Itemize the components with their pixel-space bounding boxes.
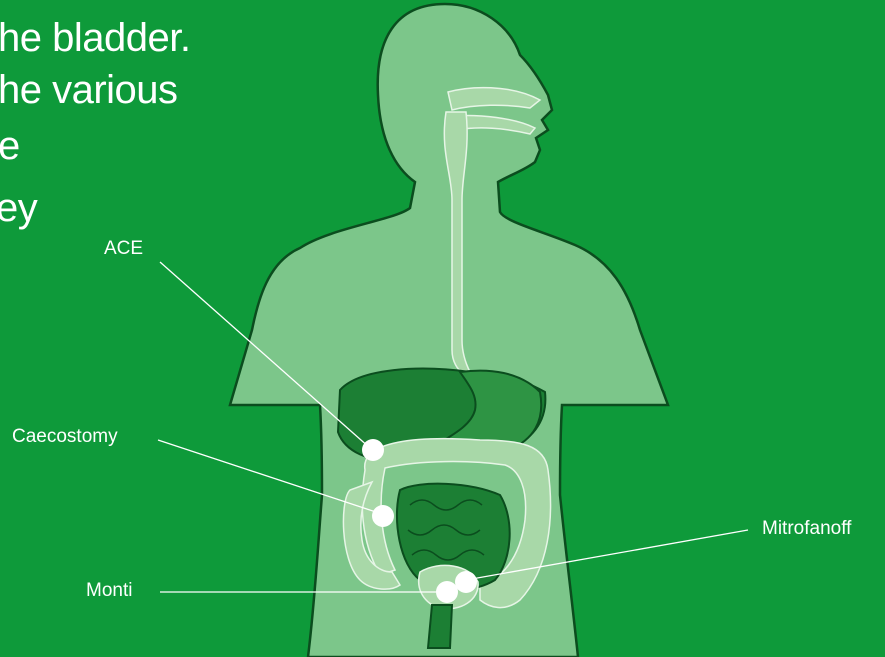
ace-marker xyxy=(362,439,384,461)
mitrofanoff-marker xyxy=(455,571,477,593)
caecostomy-marker xyxy=(372,505,394,527)
label-mitrofanoff: Mitrofanoff xyxy=(762,518,851,540)
label-caecostomy: Caecostomy xyxy=(12,426,118,448)
urethra xyxy=(428,605,452,648)
monti-marker xyxy=(436,581,458,603)
label-ace: ACE xyxy=(104,238,143,260)
label-monti: Monti xyxy=(86,580,132,602)
